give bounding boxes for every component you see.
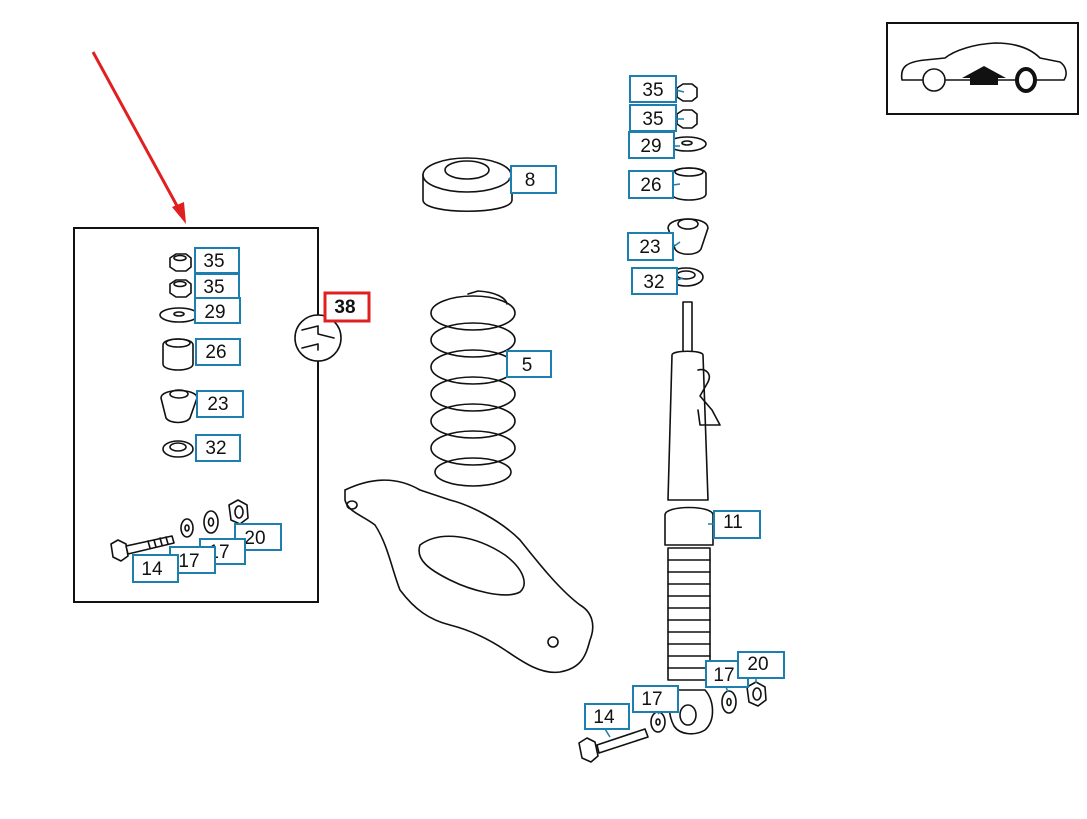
coil-spring	[430, 290, 516, 487]
callout-label: 35	[642, 80, 663, 101]
box-callout-35-second[interactable]: 35	[194, 273, 240, 299]
box-callout-32[interactable]: 32	[195, 434, 241, 462]
box-callout-23[interactable]: 23	[196, 390, 244, 418]
nut-icon	[228, 499, 249, 525]
callout-label: 35	[203, 277, 224, 298]
callout-label: 35	[642, 109, 663, 130]
washer-icon	[203, 510, 219, 534]
callout-label: 32	[205, 438, 226, 459]
bolt-icon	[110, 535, 175, 562]
callout-label: 29	[640, 136, 661, 157]
callout-35-second[interactable]: 35	[629, 104, 684, 132]
callout-label: 17	[713, 665, 734, 686]
callout-label: 17	[178, 551, 199, 572]
callout-5[interactable]: 5	[506, 350, 552, 378]
box-callout-35-top[interactable]: 35	[194, 247, 240, 274]
callout-14-lower[interactable]: 14	[584, 703, 630, 738]
shock-absorber	[664, 301, 721, 735]
callout-label: 14	[593, 707, 615, 728]
callout-label: 20	[747, 654, 768, 675]
washer-icon	[159, 307, 199, 323]
callout-label: 26	[640, 175, 661, 196]
callout-label: 38	[334, 297, 355, 318]
callout-label: 11	[723, 512, 743, 533]
callout-32[interactable]: 32	[631, 267, 684, 295]
callout-label: 23	[207, 394, 228, 415]
nut-icon	[169, 253, 192, 272]
box-callout-29[interactable]: 29	[194, 297, 241, 324]
callout-17-lower[interactable]: 17	[632, 685, 679, 715]
callout-38-highlighted[interactable]: 38	[323, 291, 371, 323]
rubber-bushing-icon	[162, 338, 194, 371]
callout-label: 32	[643, 272, 664, 293]
car-front-indicator-icon	[886, 22, 1079, 115]
callout-11[interactable]: 11	[708, 510, 761, 539]
washer-icon	[180, 518, 194, 538]
control-arm	[344, 479, 594, 674]
callout-label: 14	[141, 559, 163, 580]
callout-label: 29	[204, 302, 225, 323]
callout-label: 8	[525, 170, 536, 191]
callout-label: 26	[205, 342, 226, 363]
callout-label: 35	[203, 251, 224, 272]
callout-29[interactable]: 29	[628, 131, 680, 159]
box-callout-26[interactable]: 26	[195, 338, 241, 366]
callout-35-top[interactable]: 35	[629, 75, 685, 103]
callouts: 35 35 29 26 23 32 8	[132, 75, 785, 738]
box-callout-14[interactable]: 14	[132, 554, 179, 583]
callout-26[interactable]: 26	[628, 170, 681, 199]
seat-washer-icon	[162, 440, 194, 458]
nut-icon	[169, 279, 192, 298]
spring-seat	[422, 157, 513, 212]
callout-8[interactable]: 8	[507, 165, 557, 194]
pointer-arrow-icon	[91, 51, 186, 224]
callout-20-right[interactable]: 20	[737, 651, 785, 683]
wrench-icon	[294, 314, 342, 362]
callout-label: 17	[641, 689, 662, 710]
cone-bushing-icon	[160, 389, 198, 424]
callout-23[interactable]: 23	[627, 232, 681, 261]
callout-label: 20	[244, 528, 265, 549]
callout-label: 23	[639, 237, 660, 258]
callout-label: 5	[522, 355, 533, 376]
strut-bottom-hardware	[578, 681, 767, 763]
